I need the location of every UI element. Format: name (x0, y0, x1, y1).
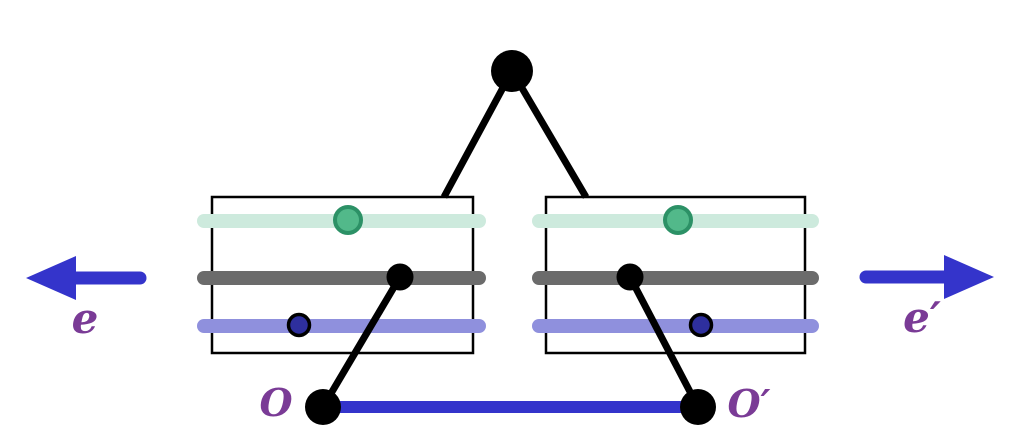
right-arrow (859, 255, 994, 299)
left-navy-dot (286, 312, 312, 338)
left-vector-label: e (71, 294, 99, 343)
right-black-dot (616, 263, 644, 291)
apex-edge-left (440, 69, 516, 199)
left-origin-label: O (259, 380, 293, 425)
left-teal-dot (333, 205, 363, 235)
left-transport-edge (319, 275, 404, 409)
right-navy-dot (688, 312, 714, 338)
left-arrow (26, 256, 147, 300)
left-origin-dot (305, 389, 341, 425)
apex-edge-right (508, 69, 590, 199)
right-teal-dot (663, 205, 693, 235)
left-black-dot (386, 263, 414, 291)
right-transport-edge (626, 275, 702, 409)
apex-dot (491, 50, 533, 92)
right-origin-label: O′ (727, 381, 771, 426)
right-vector-label: e′ (903, 293, 941, 342)
right-origin-dot (680, 389, 716, 425)
